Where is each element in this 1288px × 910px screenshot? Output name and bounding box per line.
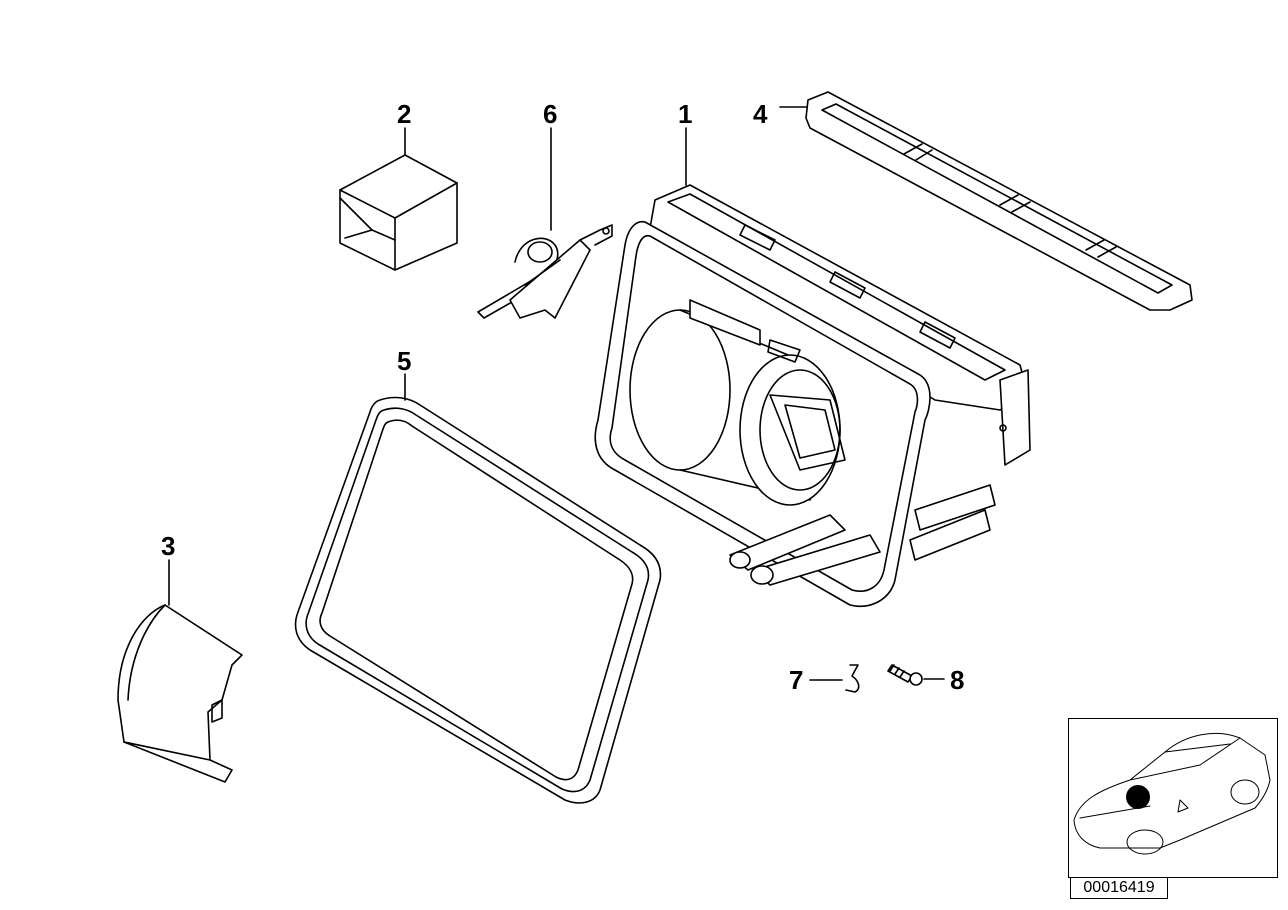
- part-7-clip: [845, 664, 860, 693]
- part-8-screw: [887, 664, 923, 686]
- callout-6: 6: [543, 99, 558, 129]
- part-1-blower-housing: [594, 184, 1031, 607]
- callout-3: 3: [161, 531, 176, 561]
- part-3-cover: [117, 604, 243, 783]
- part-5-gasket: [294, 396, 662, 804]
- callout-4: 4: [753, 99, 768, 129]
- callout-5: 5: [397, 346, 412, 376]
- callout-1: 1: [678, 99, 693, 129]
- callout-8: 8: [950, 665, 965, 695]
- part-2-foam-block: [339, 154, 458, 271]
- callout-7: 7: [789, 665, 804, 695]
- part-6-sensor: [477, 224, 613, 319]
- thumbnail-frame: [1068, 718, 1278, 878]
- callout-2: 2: [397, 99, 412, 129]
- reference-number: 00016419: [1070, 877, 1168, 899]
- location-marker: [1126, 785, 1150, 809]
- car-thumbnail: [1073, 732, 1271, 855]
- part-4-filter-frame: [805, 91, 1193, 311]
